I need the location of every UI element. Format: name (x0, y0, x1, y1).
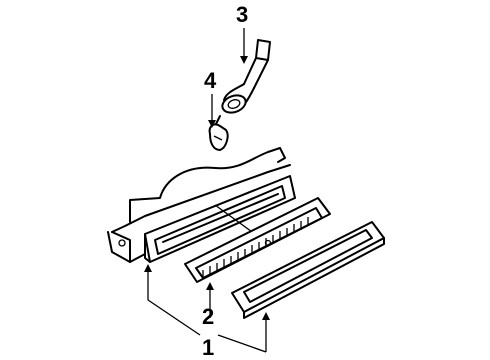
leader-lines (144, 28, 270, 353)
callout-4: 4 (204, 68, 217, 93)
callout-2: 2 (202, 304, 214, 329)
bezel-icon (231, 221, 385, 319)
callout-1: 1 (202, 335, 214, 360)
bulb-icon (208, 115, 229, 151)
bulb-socket-icon (221, 39, 271, 114)
callout-3: 3 (236, 2, 248, 27)
lens-icon (184, 197, 331, 283)
